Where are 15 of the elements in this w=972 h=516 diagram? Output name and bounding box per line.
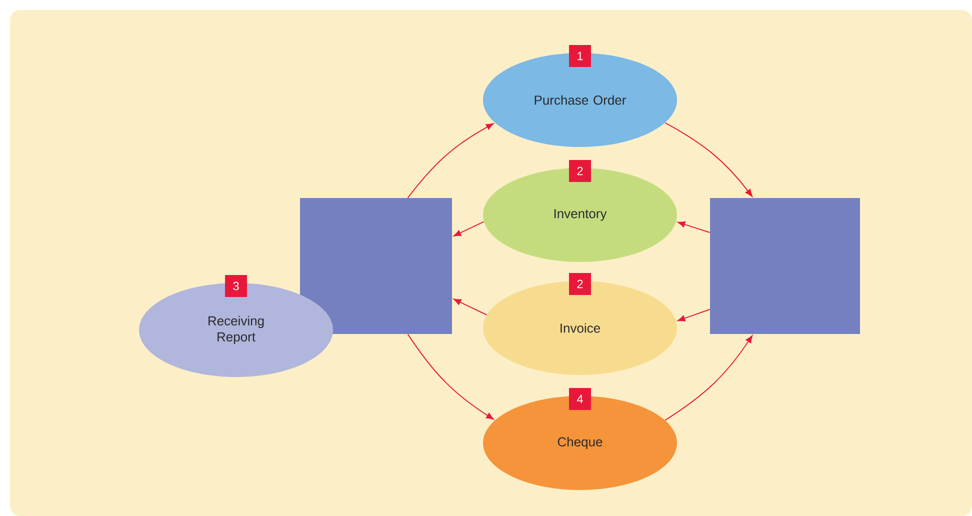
arrow [664, 335, 753, 421]
arrow [454, 298, 488, 316]
number-badge: 2 [569, 273, 591, 295]
number-badge: 3 [225, 275, 247, 297]
arrow [678, 308, 710, 322]
number-badge: 4 [569, 388, 591, 410]
arrow [407, 334, 494, 420]
number-badge: 2 [569, 160, 591, 182]
company-box [300, 198, 452, 334]
arrow [678, 221, 710, 233]
number-badge: 1 [569, 45, 591, 67]
arrow [454, 221, 484, 236]
arrow [664, 122, 752, 197]
company-box [710, 198, 860, 334]
arrow [407, 123, 494, 198]
